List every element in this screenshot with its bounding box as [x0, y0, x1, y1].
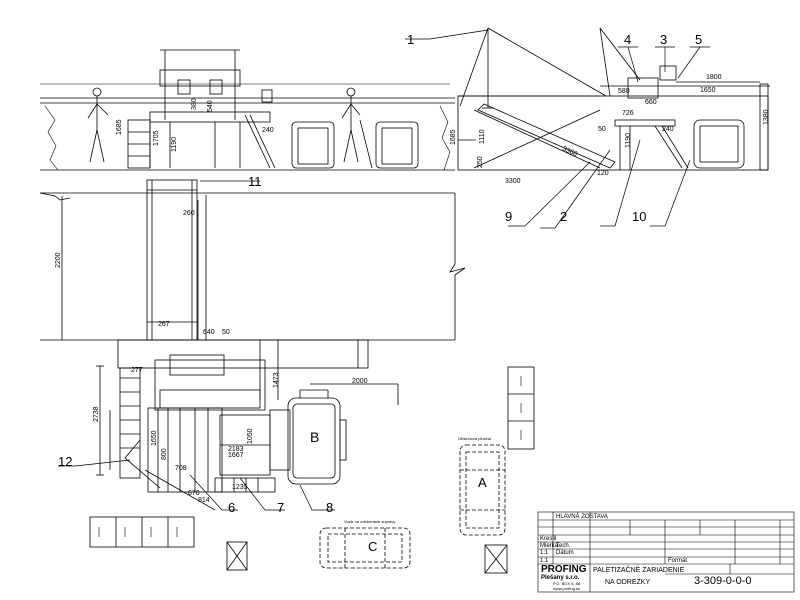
- dim-814: 814: [198, 497, 210, 504]
- dim-660: 660: [645, 99, 657, 106]
- company-web: www.profing.sk: [553, 586, 580, 591]
- dim-380: 380: [191, 98, 198, 110]
- dim-800: 800: [161, 448, 168, 460]
- dim-3300: 3300: [505, 178, 521, 185]
- dim-1650-top: 1650: [700, 87, 716, 94]
- dim-1190-right: 1190: [625, 133, 632, 148]
- dim-1685-right: 1685: [450, 129, 457, 145]
- scale-1: 1:1: [540, 550, 549, 556]
- callout-11: 11: [248, 174, 262, 189]
- callout-8: 8: [326, 500, 333, 515]
- hdr-tech: Tech.: [556, 543, 571, 549]
- zone-a: A: [478, 475, 487, 490]
- dim-50-plan: 50: [222, 329, 230, 336]
- dim-1685-left: 1685: [116, 119, 123, 135]
- pallet-boxes-vertical: [507, 366, 535, 450]
- dim-50-top: 50: [598, 126, 606, 133]
- scale-2: 1:1: [540, 558, 549, 564]
- crossed-box-left: [226, 541, 248, 571]
- dim-1110: 1110: [479, 129, 486, 144]
- cart-c: [319, 527, 411, 569]
- dim-120: 120: [597, 170, 609, 177]
- dim-240-left: 240: [262, 127, 274, 134]
- drawing-title-2: NA ODREZKY: [605, 579, 650, 586]
- crossed-box-right: [484, 544, 508, 574]
- dim-2738: 2738: [93, 406, 100, 422]
- dim-1380: 1380: [763, 109, 770, 125]
- zone-c: C: [368, 539, 377, 554]
- dim-1473: 1473: [273, 372, 280, 388]
- dim-1667: 1667: [228, 452, 244, 459]
- callout-6: 6: [228, 500, 235, 515]
- cart-a: [459, 444, 506, 536]
- operator-figure-right: [341, 87, 361, 163]
- dim-540: 540: [207, 100, 214, 112]
- title-block-text: HLAVNÁ ZOSTAVA Kreslil Mierka 1:1 1:1 Te…: [540, 513, 751, 591]
- dim-1050: 1050: [247, 428, 254, 444]
- dim-240-right: 240: [662, 126, 674, 133]
- dim-3368: 3368: [561, 145, 578, 158]
- dim-580: 580: [618, 88, 630, 95]
- callout-12: 12: [58, 454, 72, 469]
- hdr-mierka: Mierka: [540, 543, 559, 549]
- elevation-view-left: [40, 49, 455, 171]
- dim-2000: 2000: [352, 378, 368, 385]
- dim-267: 267: [158, 321, 170, 328]
- dim-708: 708: [175, 465, 187, 472]
- dim-277: 277: [131, 367, 143, 374]
- dim-250: 250: [477, 156, 484, 168]
- drawing-number: 3-309-0-0-0: [694, 575, 751, 587]
- hdr-datum: Dátum: [556, 550, 574, 556]
- callout-10: 10: [632, 209, 646, 224]
- plan-conveyor: [39, 179, 466, 341]
- title-block: [537, 511, 795, 593]
- callout-numbers: 1 4 3 5 9 2 10 11 12 6 7 8: [58, 32, 702, 515]
- zone-b: B: [310, 429, 319, 445]
- elevation-view-right: [457, 27, 770, 171]
- dim-2200: 2200: [55, 252, 62, 268]
- company-logo: PROFING: [541, 564, 587, 575]
- dim-1235: 1235: [232, 484, 248, 491]
- callout-9: 9: [505, 209, 512, 224]
- zone-c-note: Vozik na odoberanie supravy: [344, 519, 395, 524]
- callout-2: 2: [560, 209, 567, 224]
- callout-leaders: [58, 29, 710, 511]
- company-sub: Plešany s.r.o.: [541, 575, 580, 581]
- callout-3: 3: [660, 32, 667, 47]
- callout-4: 4: [624, 32, 631, 47]
- dim-1705: 1705: [153, 130, 160, 146]
- dim-2183: 2183: [228, 446, 244, 453]
- assembly-name: HLAVNÁ ZOSTAVA: [556, 513, 608, 520]
- operator-figure-left: [87, 87, 109, 163]
- zone-letters: B A C Obsluhova plosina Vozik na odobera…: [310, 429, 492, 554]
- hdr-kreslil: Kreslil: [540, 536, 556, 542]
- callout-5: 5: [695, 32, 702, 47]
- box-marks: [98, 376, 522, 537]
- callout-7: 7: [277, 500, 284, 515]
- dim-726: 726: [622, 110, 634, 117]
- plan-palletizer: [96, 339, 369, 511]
- dim-1190-left: 1190: [171, 137, 178, 152]
- cart-b: [287, 383, 399, 485]
- pallet-boxes-horizontal: [89, 516, 195, 548]
- company-addr: P.O. BOX 5, 88: [553, 581, 581, 586]
- dim-260: 260: [183, 210, 195, 217]
- drawing-title-1: PALETIZAČNÉ ZARIADENIE: [593, 565, 685, 574]
- hdr-format: Formát: [668, 558, 687, 564]
- callout-1: 1: [407, 32, 414, 47]
- zone-a-note: Obsluhova plosina: [458, 436, 492, 441]
- dim-640: 640: [203, 329, 215, 336]
- dim-1800: 1800: [706, 74, 722, 81]
- dim-1650-plan: 1650: [151, 430, 158, 446]
- dim-670: 670: [188, 490, 200, 497]
- dimension-labels: 1685 1190 1705 380 540 240 580 660 1800 …: [55, 74, 770, 504]
